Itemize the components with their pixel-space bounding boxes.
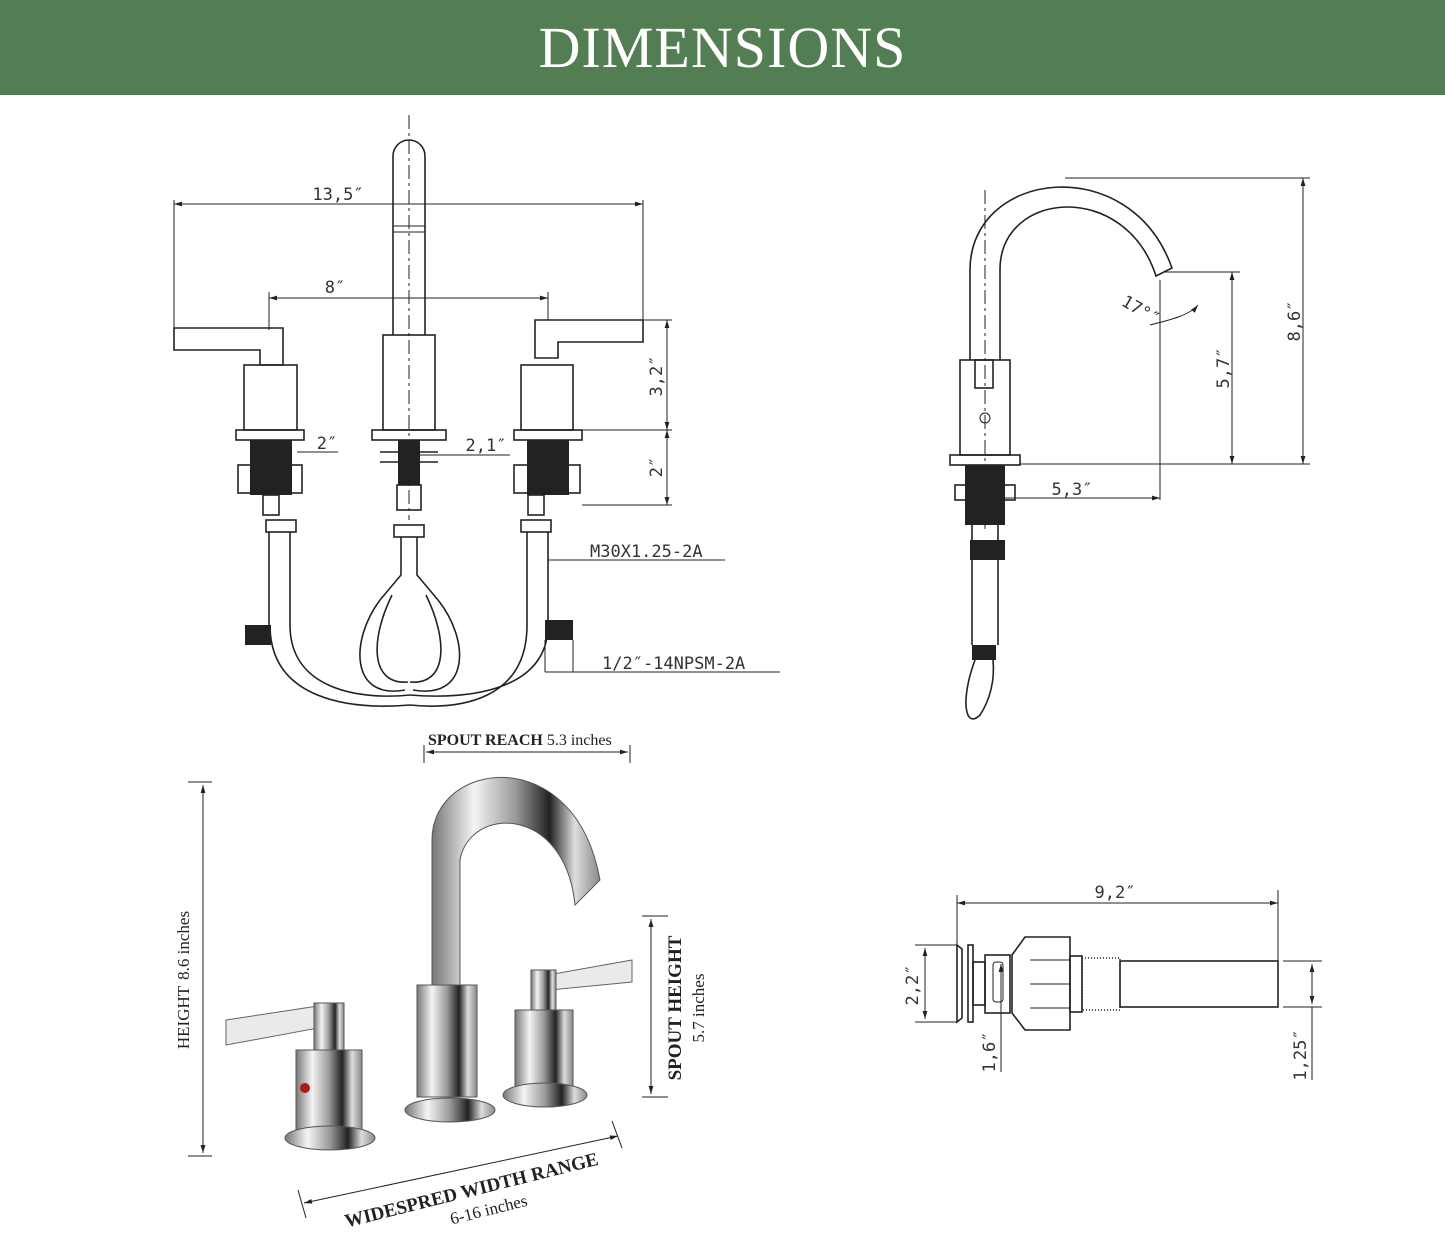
spout-angle-label: 17°″ <box>1118 292 1163 330</box>
header-banner: DIMENSIONS <box>0 0 1445 95</box>
center-spacing-label: 8″ <box>325 278 345 298</box>
height-value: 8.6 inches <box>174 911 193 980</box>
handle-height-label: 3,2″ <box>647 356 667 397</box>
spout-height-value: 5.7 inches <box>689 974 708 1043</box>
body-dia-label: 1,6″ <box>980 1032 1000 1073</box>
handle-shank-label: 2″ <box>317 434 337 454</box>
hot-indicator-icon <box>300 1083 310 1093</box>
drain-length-label: 9,2″ <box>1095 883 1136 903</box>
spout-reach-title: SPOUT REACH <box>428 732 543 749</box>
flange-dia-label: 2,2″ <box>903 965 923 1006</box>
svg-text:HEIGHT8.6 inches: HEIGHT 8.6 inches <box>174 911 193 1049</box>
drain-drawing <box>915 890 1322 1080</box>
total-height-label: 8,6″ <box>1285 301 1305 342</box>
body-height-label: 2″ <box>647 457 667 477</box>
hose-thread-label: 1/2″-14NPSM-2A <box>602 654 745 674</box>
spout-reach-label: 5,3″ <box>1052 480 1093 500</box>
spout-reach-value: 5.3 inches <box>547 732 612 749</box>
spout-height-title: SPOUT HEIGHT <box>665 935 686 1080</box>
overall-width-label: 13,5″ <box>312 185 363 205</box>
spout-height-label: 5,7″ <box>1214 348 1234 389</box>
faucet-illustration <box>188 745 668 1219</box>
side-view-drawing <box>949 177 1310 720</box>
height-title: HEIGHT <box>174 985 193 1049</box>
front-view-drawing <box>173 115 780 707</box>
page-title: DIMENSIONS <box>538 15 907 80</box>
spout-shank-label: 2,1″ <box>466 436 507 456</box>
thread-spec-label: M30X1.25-2A <box>590 542 703 562</box>
tail-dia-label: 1,25″ <box>1291 1029 1311 1080</box>
